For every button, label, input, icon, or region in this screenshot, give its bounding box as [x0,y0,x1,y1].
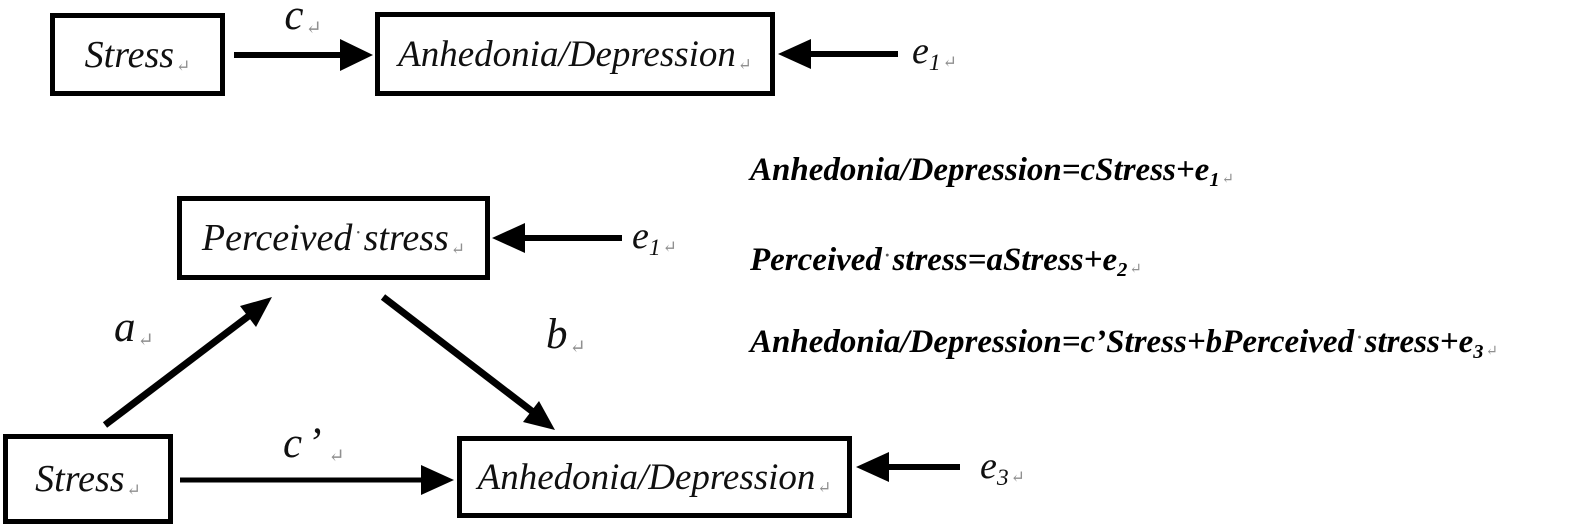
path-b-label: b↵ [546,311,586,358]
path-c-prime-label: c’↵ [283,420,350,467]
box-stress-top-label: Stress↵ [84,33,191,76]
equation-2: Perceived·stress=aStress+e2↵ [750,242,1142,282]
paragraph-mark-icon: ↵ [305,17,322,39]
equation-1: Anhedonia/Depression=cStress+e1↵ [750,152,1234,192]
arrow-c [234,39,373,71]
arrow-b [380,294,555,430]
path-c-label: c↵ [284,0,322,39]
space-dot-icon: · [1357,326,1362,347]
box-stress-bottom-label: Stress↵ [35,458,141,500]
paragraph-mark-icon: ↵ [137,329,154,351]
arrow-e3 [856,452,960,482]
box-outcome-top: Anhedonia/Depression↵ [375,12,775,96]
equation-3: Anhedonia/Depression=c’Stress+bPerceived… [750,324,1498,364]
paragraph-mark-icon: ↵ [1485,343,1498,360]
paragraph-mark-icon: ↵ [328,445,350,467]
box-stress-bottom: Stress↵ [3,434,173,524]
paragraph-mark-icon: ↵ [1221,171,1234,188]
paragraph-mark-icon: ↵ [662,237,677,257]
arrow-a [102,297,272,428]
space-dot-icon: · [355,220,361,245]
box-mediator-label: Perceived·stress↵ [201,217,466,259]
paragraph-mark-icon: ↵ [1010,467,1025,487]
paragraph-mark-icon: ↵ [942,52,957,72]
arrow-e1-mediator [492,223,622,253]
path-a-label: a↵ [114,304,154,351]
box-stress-top: Stress↵ [50,13,225,96]
error-e3-label: e3↵ [980,445,1025,492]
space-dot-icon: · [884,244,890,265]
box-outcome-bottom: Anhedonia/Depression↵ [457,436,852,518]
paragraph-mark-icon: ↵ [1129,261,1142,278]
error-e1-mediator-label: e1↵ [632,215,677,262]
paragraph-mark-icon: ↵ [126,480,141,500]
error-e1-top-label: e1↵ [912,30,957,77]
paragraph-mark-icon: ↵ [817,477,832,497]
arrow-e1-top [778,39,898,69]
box-outcome-top-label: Anhedonia/Depression↵ [398,33,752,75]
arrow-c-prime [180,465,454,495]
box-outcome-bottom-label: Anhedonia/Depression↵ [477,456,832,498]
paragraph-mark-icon: ↵ [450,239,466,259]
paragraph-mark-icon: ↵ [176,55,191,75]
box-mediator: Perceived·stress↵ [177,196,490,280]
paragraph-mark-icon: ↵ [737,54,752,74]
paragraph-mark-icon: ↵ [569,336,586,358]
